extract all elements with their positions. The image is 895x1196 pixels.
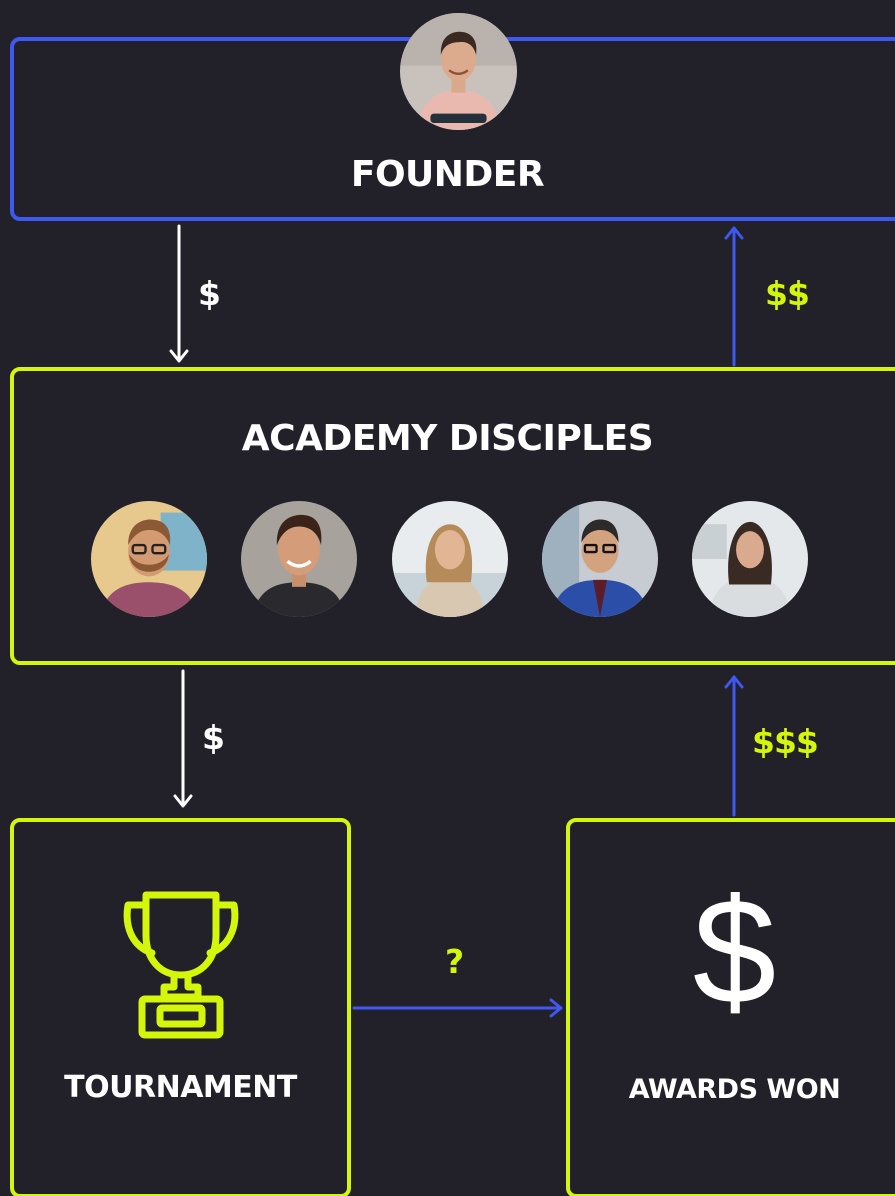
person-woman-dark-hair-icon [692, 501, 808, 617]
tournament-title: TOURNAMENT [64, 1070, 297, 1105]
edge-label-awards-to-academy: $$$ [752, 722, 819, 761]
arrow-academy-to-founder [724, 226, 744, 367]
awards-won-box [566, 818, 895, 1196]
avatar-disciple-3 [392, 501, 508, 617]
awards-won-title: AWARDS WON [628, 1074, 841, 1105]
person-man-suit-glasses-icon [542, 501, 658, 617]
arrow-founder-to-academy [169, 224, 189, 363]
academy-disciples-title: ACADEMY DISCIPLES [241, 418, 654, 459]
edge-label-tournament-to-awards: ? [445, 942, 464, 981]
edge-label-academy-to-tournament: $ [202, 718, 225, 757]
edge-label-founder-to-academy: $ [198, 274, 221, 313]
person-man-smiling-icon [241, 501, 357, 617]
person-man-glasses-beard-icon [91, 501, 207, 617]
edge-label-academy-to-founder: $$ [765, 274, 810, 313]
founder-title: FOUNDER [350, 154, 545, 195]
tournament-box [10, 818, 351, 1196]
arrow-tournament-to-awards [352, 998, 563, 1018]
person-man-founder-icon [400, 13, 517, 130]
avatar-disciple-2 [241, 501, 357, 617]
dollar-sign-icon: $ [692, 867, 777, 1035]
trophy-icon [123, 891, 239, 1039]
academy-disciples-box [10, 367, 895, 665]
avatar-disciple-1 [91, 501, 207, 617]
arrow-academy-to-tournament [173, 669, 193, 808]
founder-avatar [400, 13, 517, 130]
person-woman-blonde-icon [392, 501, 508, 617]
avatar-disciple-4 [542, 501, 658, 617]
avatar-disciple-5 [692, 501, 808, 617]
arrow-awards-to-academy [724, 675, 744, 817]
